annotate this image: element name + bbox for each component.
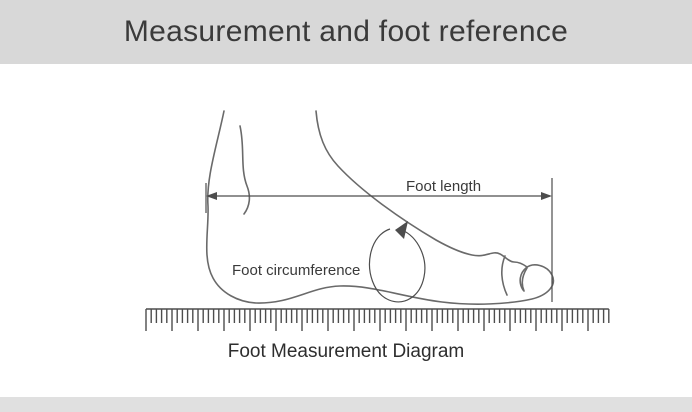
footer-band [0,397,692,412]
foot-outline-instep [315,110,528,268]
toe-separator-lines [501,255,528,296]
ruler [145,308,610,331]
diagram-caption: Foot Measurement Diagram [227,341,465,362]
dimension-arrowhead-right-icon [541,192,552,200]
foot-outline-left-sole-toe [205,110,555,305]
circumference-arrow [368,221,426,303]
foot-length-dimension [205,178,553,302]
page-title: Measurement and foot reference [123,15,569,48]
dimension-arrowhead-left-icon [206,192,217,200]
ruler-ticks [145,308,610,331]
circumference-arrowhead-icon [395,221,408,239]
foot-outline [205,110,555,305]
ankle-line [239,125,251,215]
foot-circumference-label: Foot circumference [232,262,361,279]
foot-length-label: Foot length [406,178,482,195]
header-banner: Measurement and foot reference [0,0,692,64]
circumference-arc [368,228,426,303]
